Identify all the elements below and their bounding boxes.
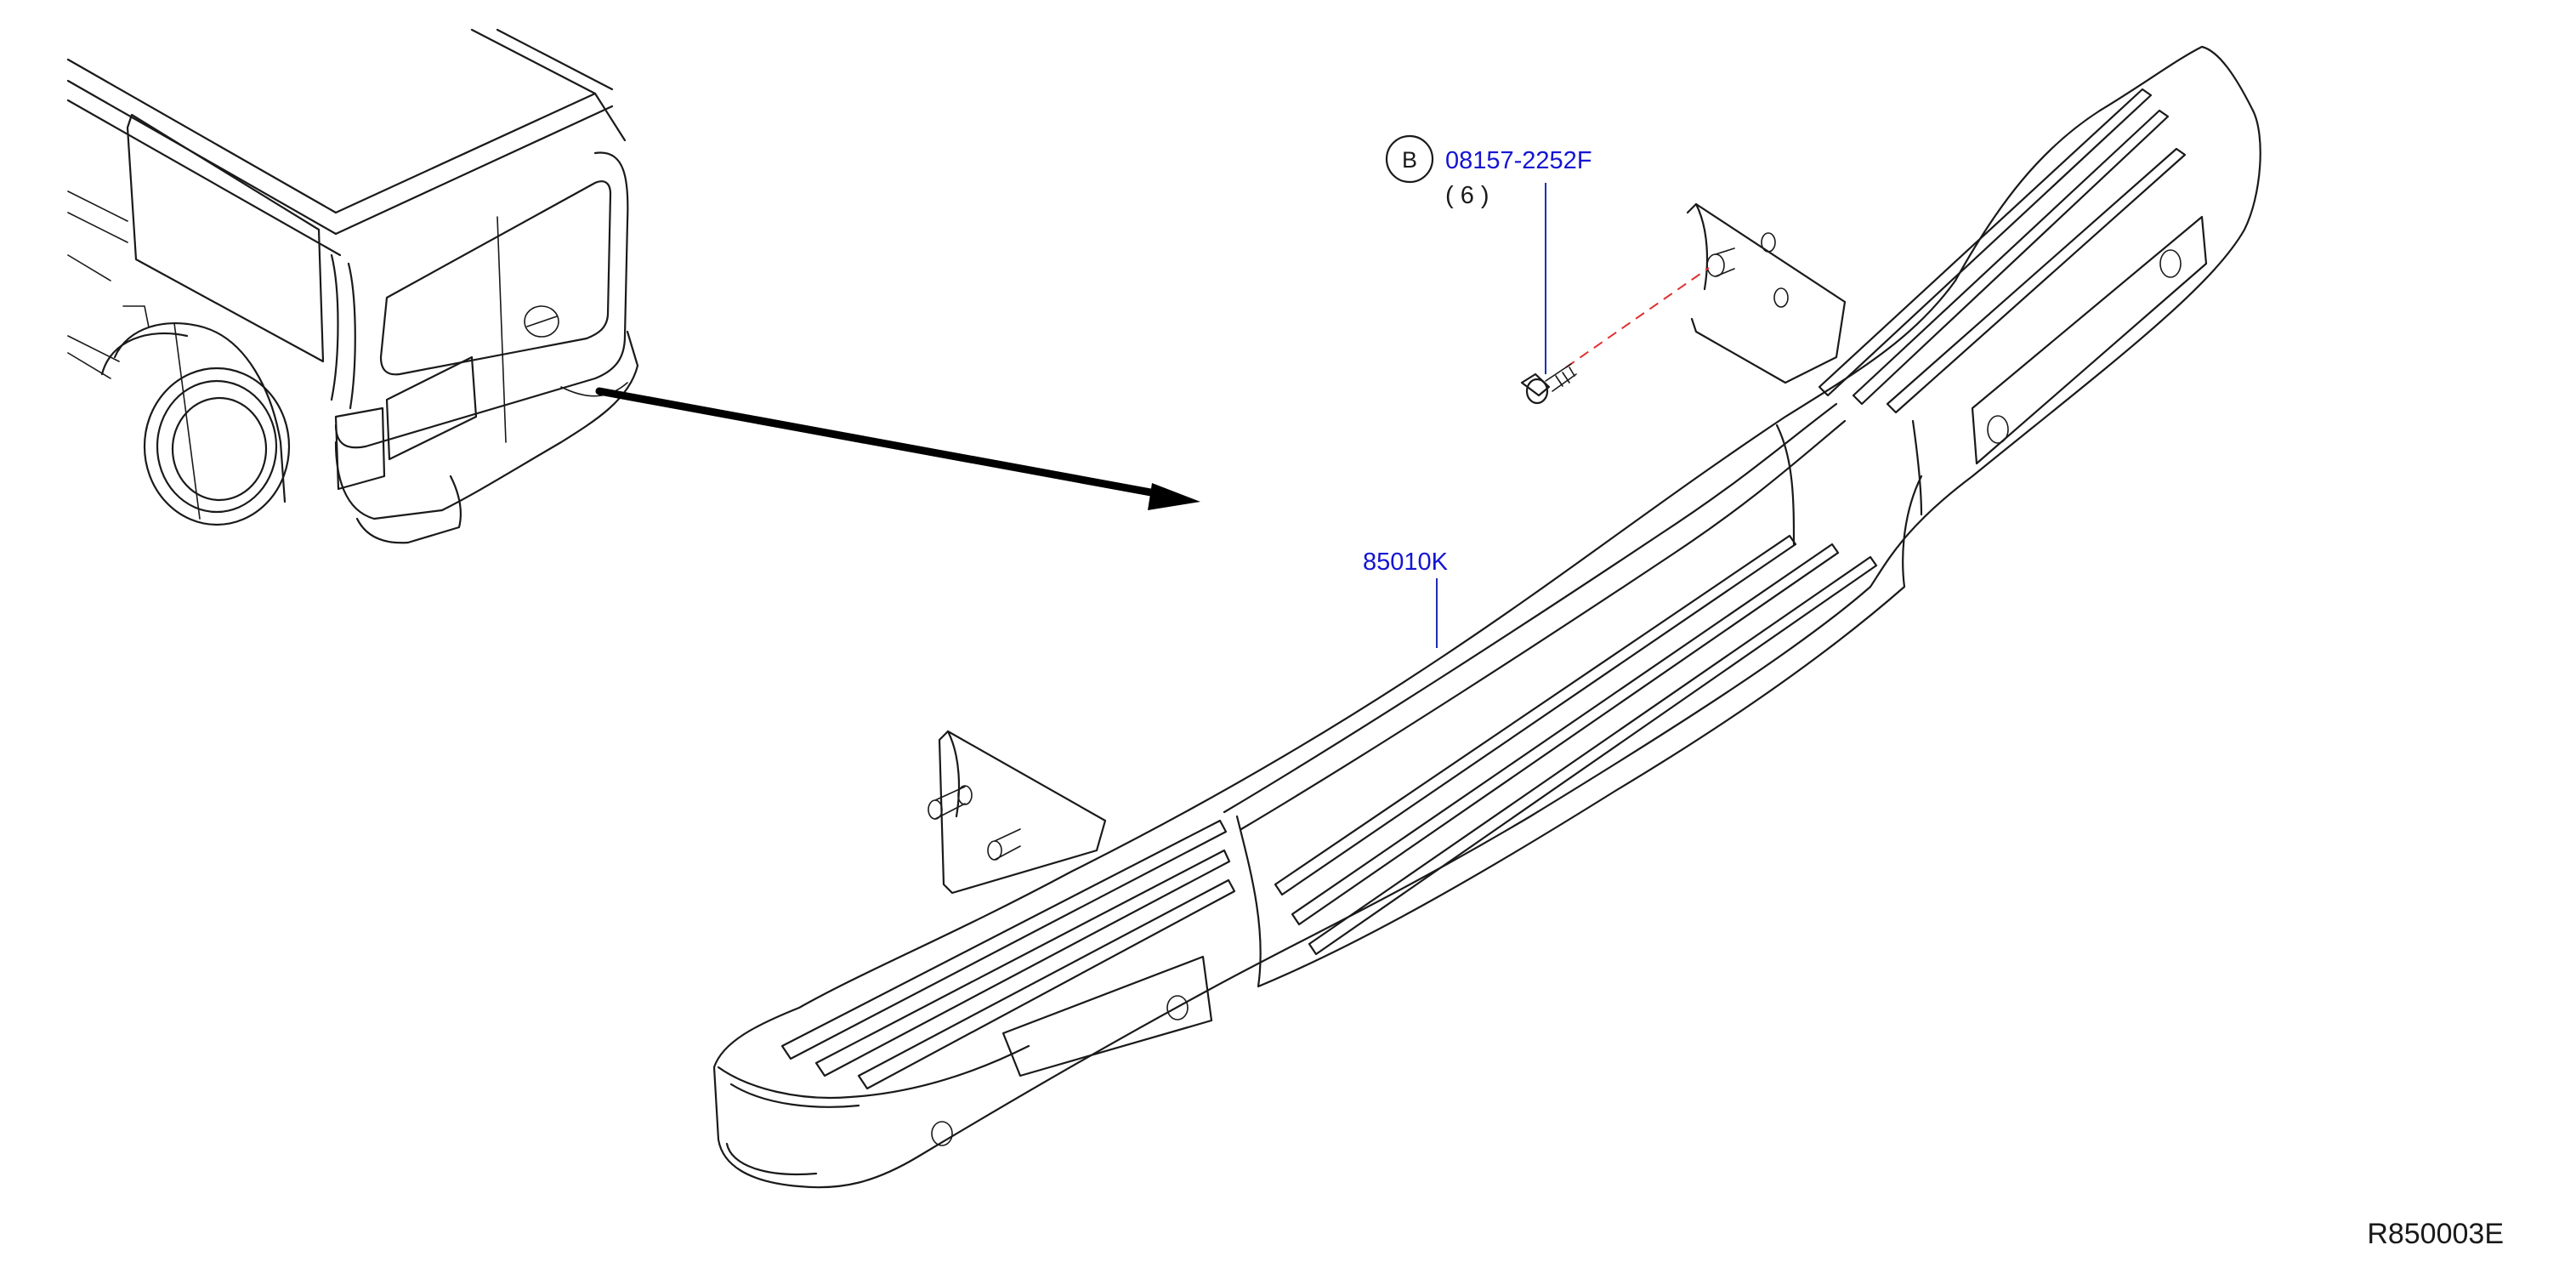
pointer-arrow: [595, 387, 1200, 510]
bolt-callout-badge-circle: [1385, 134, 1434, 184]
diagram-reference: R850003E: [2367, 1218, 2504, 1250]
rear-step-bumper: [712, 45, 2261, 1189]
step-bumper-callout: 85010K: [1363, 549, 1449, 648]
bolt-part-number[interactable]: 08157-2252F: [1445, 147, 1592, 174]
bolt-callout-badge: B: [1402, 147, 1417, 173]
bolt-illustration: [1520, 267, 1710, 405]
vehicle-rear-illustration: [66, 28, 639, 544]
bolt-callout: B 08157-2252F ( 6 ): [1385, 134, 1592, 374]
bolt-quantity: ( 6 ): [1445, 182, 1489, 209]
step-bumper-part-number[interactable]: 85010K: [1363, 549, 1449, 576]
